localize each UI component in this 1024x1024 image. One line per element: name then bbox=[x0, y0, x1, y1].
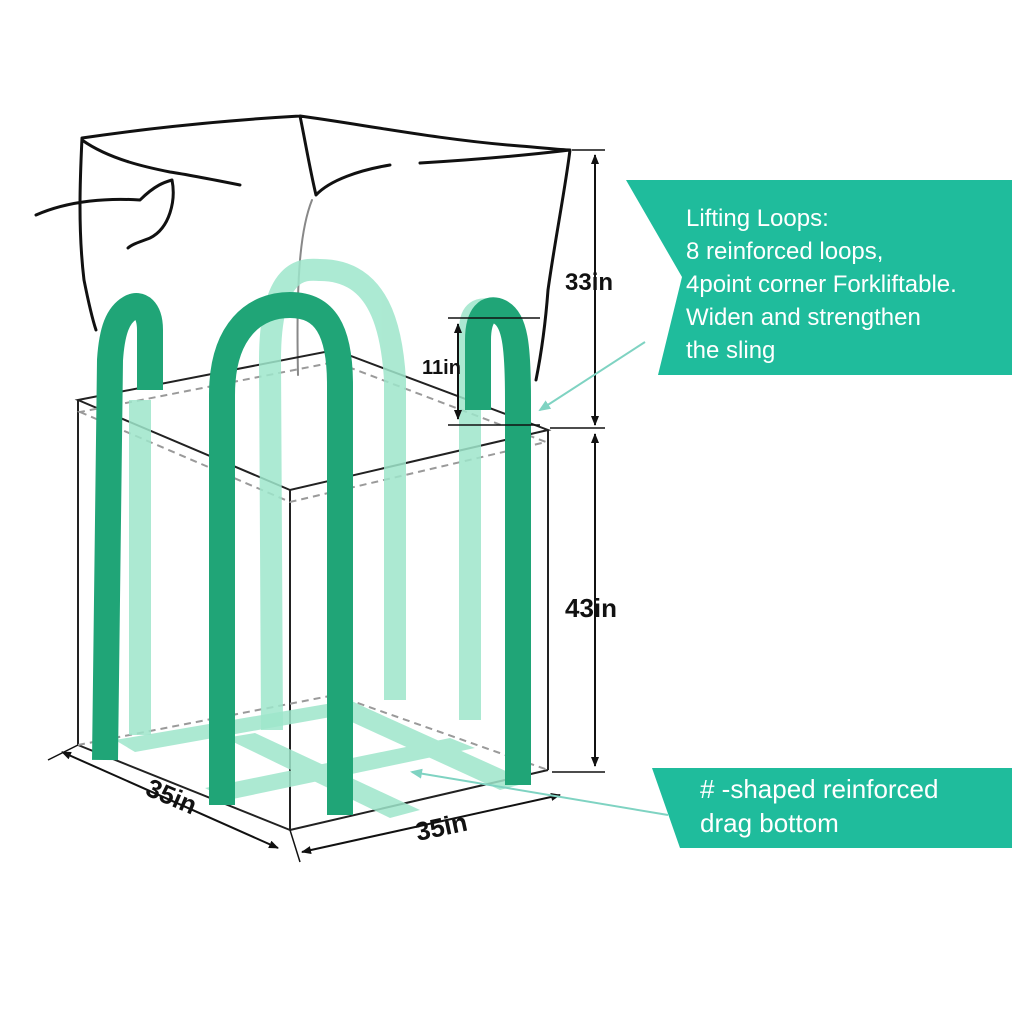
front-lifting-loops bbox=[92, 291, 531, 815]
label-35in-right: 35in bbox=[413, 807, 470, 847]
dimension-33in: 33in bbox=[565, 149, 613, 426]
callout-bottom-line-1: # -shaped reinforced bbox=[700, 774, 938, 804]
callout-bottom-line-2: drag bottom bbox=[700, 808, 839, 838]
label-43in: 43in bbox=[565, 593, 617, 623]
callout-lifting-loops: Lifting Loops: 8 reinforced loops, 4poin… bbox=[538, 180, 1012, 412]
callout-line-3: 4point corner Forkliftable. bbox=[686, 271, 957, 298]
dimension-43in: 43in bbox=[550, 427, 617, 773]
callout-line-1: Lifting Loops: bbox=[686, 205, 829, 232]
callout-line-4: Widen and strengthen bbox=[686, 304, 921, 331]
label-35in-left: 35in bbox=[142, 772, 202, 820]
label-11in: 11in bbox=[422, 357, 461, 379]
back-lifting-loops bbox=[129, 258, 493, 735]
label-33in: 33in bbox=[565, 269, 613, 296]
callout-bottom-text: # -shaped reinforced drag bottom bbox=[700, 774, 946, 838]
callout-line-5: the sling bbox=[686, 337, 775, 364]
dimension-11in: 11in bbox=[422, 317, 540, 426]
callout-bottom: # -shaped reinforced drag bottom bbox=[410, 768, 1012, 848]
callout-lifting-loops-text: Lifting Loops: 8 reinforced loops, 4poin… bbox=[686, 205, 963, 364]
callout-line-2: 8 reinforced loops, bbox=[686, 238, 883, 265]
